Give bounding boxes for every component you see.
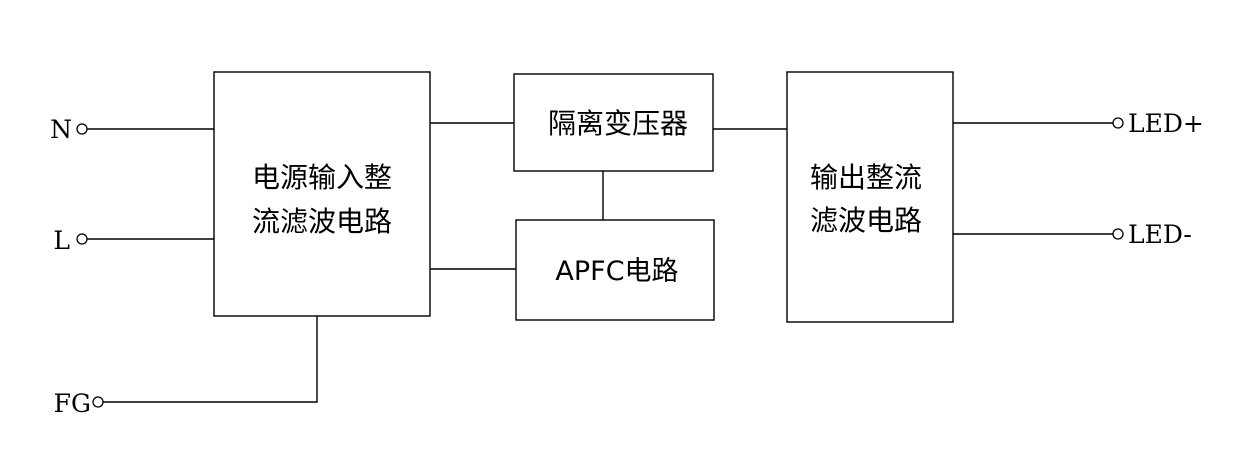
output-filter-label-line2: 滤波电路 bbox=[810, 204, 922, 237]
terminal-l-label: L bbox=[53, 226, 70, 255]
terminal-led-minus-circle bbox=[1112, 228, 1124, 240]
terminal-led-plus-circle bbox=[1112, 117, 1124, 129]
input-rectifier-filter-block bbox=[213, 71, 431, 317]
terminal-fg-label: FG bbox=[54, 389, 91, 418]
input-filter-label-line2: 流滤波电路 bbox=[252, 205, 392, 238]
terminal-l-circle bbox=[76, 233, 88, 245]
isolation-transformer-label: 隔离变压器 bbox=[548, 107, 688, 140]
output-rectifier-filter-block bbox=[786, 71, 954, 323]
terminal-fg-circle bbox=[92, 396, 104, 408]
apfc-label: APFC电路 bbox=[555, 256, 678, 287]
isolation-transformer-block bbox=[513, 73, 714, 172]
terminal-n-label: N bbox=[50, 115, 72, 144]
terminal-led-minus-label: LED- bbox=[1128, 220, 1192, 249]
wire-fg bbox=[103, 316, 318, 403]
output-filter-label-line1: 输出整流 bbox=[810, 161, 922, 194]
terminal-led-plus-label: LED+ bbox=[1128, 109, 1204, 138]
apfc-block bbox=[515, 219, 715, 321]
terminal-n-circle bbox=[76, 123, 88, 135]
input-filter-label-line1: 电源输入整 bbox=[252, 161, 392, 194]
